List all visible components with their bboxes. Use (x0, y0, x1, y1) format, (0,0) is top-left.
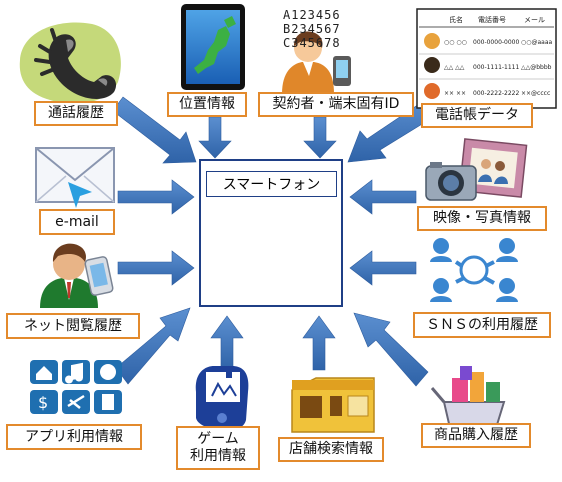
phonebook-header-mail: メール (524, 16, 545, 24)
envelope-icon (35, 147, 115, 208)
phonebook-header-name: 氏名 (449, 15, 463, 24)
phonebook-cell: ○○ ○○ (444, 39, 467, 46)
label-call-history: 通話履歴 (34, 101, 118, 126)
arrow-email (117, 179, 195, 215)
arrow-browsing (117, 250, 195, 286)
phonebook-cell: 000-2222-2222 (473, 90, 520, 97)
arrow-game (210, 315, 244, 371)
label-game: ゲーム 利用情報 (176, 426, 260, 470)
label-location: 位置情報 (167, 92, 247, 117)
phonebook-cell: ××@cccc (521, 90, 550, 97)
dollar-glyph: $ (38, 393, 48, 412)
app-icons-grid-icon: $ (30, 360, 122, 414)
arrow-app-usage (115, 307, 191, 385)
label-browsing: ネット閲覧履歴 (6, 313, 140, 339)
phone-map-icon (181, 4, 245, 90)
label-store-search: 店舗検索情報 (278, 437, 384, 462)
arrow-sns (349, 250, 417, 286)
label-game-line2: 利用情報 (190, 448, 246, 464)
id-number: A123456 (283, 8, 341, 22)
label-email: e-mail (39, 209, 115, 235)
phonebook-cell: 000-1111-1111 (473, 64, 520, 71)
camera-photo-icon (425, 138, 528, 201)
arrow-media (349, 179, 417, 215)
phonebook-cell: △△@bbbb (521, 64, 552, 71)
phonebook-header-phone: 電話番号 (478, 15, 506, 24)
game-icon (195, 366, 249, 430)
label-media: 映像・写真情報 (417, 206, 547, 231)
person-phone-icon (282, 31, 351, 94)
store-building-icon (291, 377, 375, 433)
label-app-usage: アプリ利用情報 (6, 424, 142, 450)
arrow-call-history (110, 96, 197, 164)
arrow-purchase (353, 312, 429, 387)
smartphone-label: スマートフォン (206, 171, 337, 197)
phonebook-card-icon: 氏名 電話番号 メール ○○ ○○ 000-0000-0000 ○○@aaaa … (416, 8, 557, 109)
label-purchase: 商品購入履歴 (421, 423, 531, 448)
social-network-icon (430, 238, 518, 302)
arrow-location (198, 116, 232, 159)
arrow-subscriber-id (303, 116, 337, 159)
phonebook-cell: △△ △△ (444, 64, 465, 71)
label-sns: ＳＮＳの利用履歴 (413, 312, 551, 338)
phonebook-cell: ×× ×× (444, 90, 466, 97)
label-phonebook: 電話帳データ (421, 103, 533, 128)
phonebook-cell: ○○@aaaa (521, 39, 553, 46)
arrow-store-search (302, 315, 336, 371)
label-game-line1: ゲーム (197, 430, 239, 447)
phonebook-cell: 000-0000-0000 (473, 39, 520, 46)
label-subscriber-id: 契約者・端末固有ID (258, 92, 414, 117)
id-number-list: A123456 B234567 C345678 (283, 8, 383, 50)
telephone-icon (19, 22, 121, 104)
id-number: C345678 (283, 36, 341, 50)
id-number: B234567 (283, 22, 341, 36)
person-device-icon (40, 243, 114, 308)
